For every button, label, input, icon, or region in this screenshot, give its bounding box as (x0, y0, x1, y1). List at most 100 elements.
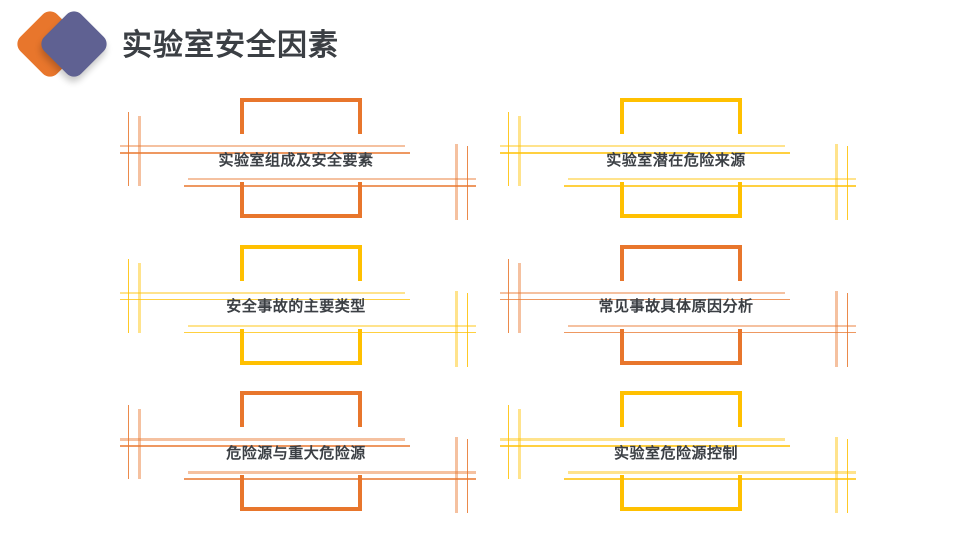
decoration-line (184, 185, 476, 187)
topic-frame (240, 98, 362, 218)
frame-segment (620, 244, 624, 281)
topic-label: 常见事故具体原因分析 (598, 298, 754, 316)
decoration-line (835, 290, 838, 367)
frame-segment (358, 391, 362, 428)
frame-segment (240, 391, 362, 396)
cross-decoration-bottom-right (184, 290, 476, 367)
decoration-line (500, 438, 785, 441)
decoration-line (466, 439, 468, 514)
topic-frame (240, 391, 362, 512)
cross-decoration-bottom-right (564, 437, 856, 514)
topic-label: 实验室组成及安全要素 (218, 151, 374, 169)
decoration-line (138, 409, 141, 480)
frame-segment (358, 244, 362, 281)
decoration-line (466, 292, 468, 367)
cross-decoration-bottom-right (184, 437, 476, 514)
decoration-line (846, 439, 848, 514)
topic-cell[interactable]: 实验室组成及安全要素 (106, 86, 486, 232)
topic-label: 实验室潜在危险来源 (606, 151, 746, 169)
decoration-line (455, 144, 458, 220)
cross-decoration-bottom-right (564, 144, 856, 220)
frame-segment (738, 98, 742, 134)
decoration-line (518, 116, 521, 186)
topic-grid: 实验室组成及安全要素 实验室潜在危险来源安全事故的主要类型 常见事故具体原因分析危险… (106, 86, 866, 526)
decoration-line (138, 116, 141, 186)
frame-segment (620, 360, 742, 365)
decoration-line (138, 262, 141, 333)
decoration-line (568, 178, 856, 181)
decoration-line (568, 471, 856, 474)
frame-segment (358, 98, 362, 134)
frame-segment (620, 328, 624, 365)
decoration-line (184, 478, 476, 480)
decoration-line (500, 445, 790, 447)
frame-segment (240, 182, 244, 218)
cross-decoration-top-left (120, 112, 410, 186)
frame-segment (240, 214, 362, 218)
frame-segment (240, 244, 362, 249)
decoration-line (564, 185, 856, 187)
decoration-line (120, 438, 405, 441)
decoration-line (508, 405, 510, 480)
topic-cell[interactable]: 实验室潜在危险来源 (486, 86, 866, 232)
decoration-line (128, 405, 130, 480)
frame-segment (240, 360, 362, 365)
decoration-line (120, 152, 410, 154)
decoration-line (128, 258, 130, 333)
frame-segment (240, 98, 244, 134)
topic-cell[interactable]: 安全事故的主要类型 (106, 233, 486, 379)
frame-segment (240, 328, 244, 365)
frame-segment (620, 391, 624, 428)
frame-segment (358, 475, 362, 512)
decoration-line (120, 445, 410, 447)
frame-segment (358, 328, 362, 365)
frame-segment (358, 182, 362, 218)
decoration-line (508, 112, 510, 186)
frame-segment (240, 244, 244, 281)
decoration-line (846, 146, 848, 220)
decoration-line (455, 437, 458, 514)
frame-segment (738, 244, 742, 281)
decoration-line (120, 145, 405, 148)
frame-segment (240, 391, 244, 428)
decoration-line (455, 290, 458, 367)
decoration-line (508, 258, 510, 333)
topic-cell[interactable]: 实验室危险源控制 (486, 379, 866, 525)
frame-segment (620, 98, 624, 134)
decoration-line (500, 291, 785, 294)
frame-segment (738, 475, 742, 512)
frame-segment (240, 475, 244, 512)
frame-segment (620, 391, 742, 396)
decoration-line (846, 292, 848, 367)
topic-cell[interactable]: 常见事故具体原因分析 (486, 233, 866, 379)
decoration-line (564, 478, 856, 480)
frame-segment (620, 475, 624, 512)
page-title: 实验室安全因素 (122, 29, 339, 62)
topic-frame (240, 244, 362, 365)
cross-decoration-top-left (120, 258, 410, 333)
cross-decoration-bottom-right (564, 290, 856, 367)
cross-decoration-top-left (500, 112, 790, 186)
topic-frame (620, 244, 742, 365)
decoration-line (500, 145, 785, 148)
slide-header: 实验室安全因素 (0, 0, 960, 84)
decoration-line (568, 324, 856, 327)
topic-frame (620, 98, 742, 218)
decoration-line (835, 144, 838, 220)
frame-segment (620, 98, 742, 102)
topic-cell[interactable]: 危险源与重大危险源 (106, 379, 486, 525)
decoration-line (466, 146, 468, 220)
frame-segment (738, 391, 742, 428)
decoration-line (120, 291, 405, 294)
decoration-line (835, 437, 838, 514)
decoration-line (188, 471, 476, 474)
decoration-line (500, 152, 790, 154)
decoration-line (500, 298, 790, 301)
decoration-line (188, 324, 476, 327)
frame-segment (620, 244, 742, 249)
frame-segment (738, 328, 742, 365)
frame-segment (620, 182, 624, 218)
cross-decoration-top-left (120, 405, 410, 480)
decoration-line (564, 331, 856, 334)
topic-label: 安全事故的主要类型 (226, 298, 366, 316)
